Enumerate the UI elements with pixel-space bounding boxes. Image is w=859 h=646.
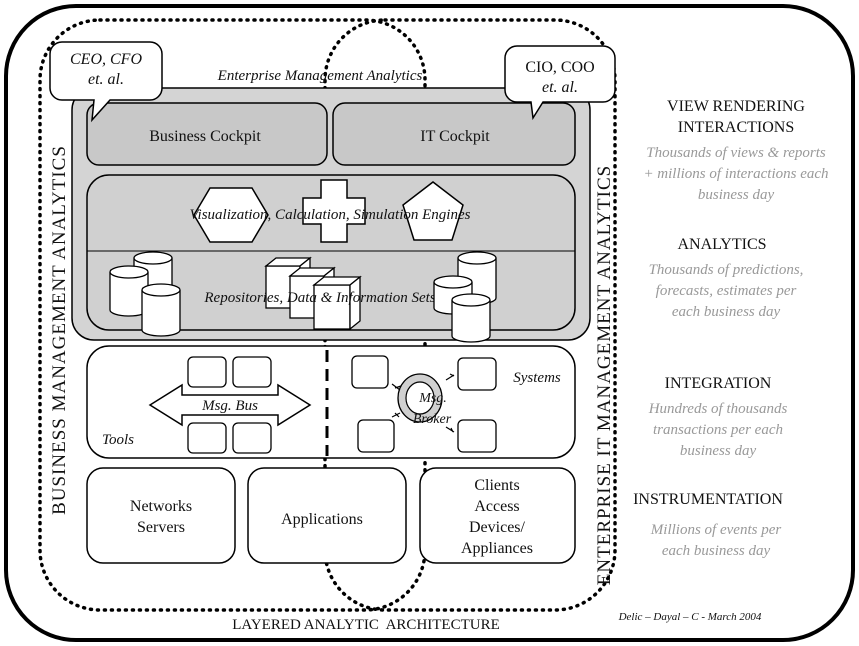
view-rendering-desc-1: Thousands of views & reports — [646, 145, 826, 161]
integration-desc-1: Hundreds of thousands — [648, 401, 788, 417]
networks-servers-box — [86, 467, 236, 564]
left-vertical-label: BUSINESS MANAGEMENT ANALYTICS — [49, 145, 70, 515]
integration-desc-3: business day — [680, 443, 757, 459]
analytics-desc-3: each business day — [672, 304, 781, 320]
it-cockpit-label: IT Cockpit — [420, 128, 490, 145]
msg-bus-arrow — [148, 383, 312, 427]
clients-label-3: Devices/ — [469, 519, 526, 536]
footer-title: LAYERED ANALYTIC ARCHITECTURE — [232, 617, 500, 633]
instrumentation-desc-2: each business day — [662, 543, 771, 559]
view-rendering-desc-3: business day — [698, 187, 775, 203]
instrumentation-desc-1: Millions of events per — [650, 522, 782, 538]
msg-broker-label-1: Msg. — [418, 391, 447, 406]
broker-boxes — [351, 355, 497, 453]
applications-box — [247, 467, 407, 564]
hexagon-icon — [193, 187, 269, 243]
pentagon-icon — [402, 181, 464, 241]
systems-label: Systems — [513, 370, 561, 386]
right-vertical-label: ENTERPRISE IT MANAGEMENT ANALYTICS — [594, 165, 615, 585]
clients-box — [419, 467, 576, 564]
callout-left-line-1: CEO, CFO — [70, 51, 142, 68]
broker-link-arrows — [391, 373, 455, 433]
database-icon — [109, 251, 181, 337]
integration-desc-2: transactions per each — [653, 422, 783, 438]
view-rendering-heading-2: INTERACTIONS — [678, 119, 794, 136]
integration-heading: INTEGRATION — [665, 375, 772, 392]
engines-label: Visualization, Calculation, Simulation E… — [190, 207, 471, 223]
analytics-desc-2: forecasts, estimates per — [656, 283, 797, 299]
clients-label-4: Appliances — [461, 540, 533, 557]
database-icon-right — [433, 251, 497, 343]
networks-label: Networks — [130, 498, 192, 515]
clients-label-2: Access — [474, 498, 519, 515]
credit-label: Delic – Dayal – C - March 2004 — [618, 611, 762, 623]
data-cubes-icon — [264, 256, 362, 331]
analytics-desc-1: Thousands of predictions, — [649, 262, 804, 278]
it-domain-outline — [323, 18, 617, 612]
business-cockpit-label: Business Cockpit — [149, 128, 261, 145]
callout-right-line-1: CIO, COO — [525, 59, 594, 76]
tool-boxes — [187, 356, 272, 454]
servers-label: Servers — [137, 519, 185, 536]
callout-left — [49, 41, 163, 123]
callout-right-line-2: et. al. — [542, 79, 578, 96]
top-label: Enterprise Management Analytics — [217, 68, 423, 84]
instrumentation-heading: INSTRUMENTATION — [633, 491, 783, 508]
view-rendering-desc-2: + millions of interactions each — [643, 166, 828, 182]
msg-broker-label-2: Broker — [413, 412, 452, 427]
broker-ring-inner — [405, 381, 435, 415]
tools-label: Tools — [102, 432, 134, 448]
callout-left-line-2: et. al. — [88, 71, 124, 88]
view-rendering-heading-1: VIEW RENDERING — [667, 98, 805, 115]
it-cockpit-box — [332, 102, 576, 166]
clients-label-1: Clients — [474, 477, 519, 494]
applications-label: Applications — [281, 511, 363, 528]
cross-icon — [302, 179, 366, 243]
repositories-label: Repositories, Data & Information Sets — [203, 290, 435, 306]
msg-bus-label: Msg. Bus — [201, 398, 258, 414]
analytics-heading: ANALYTICS — [677, 236, 766, 253]
callout-right — [504, 45, 616, 121]
business-cockpit-box — [86, 102, 328, 166]
